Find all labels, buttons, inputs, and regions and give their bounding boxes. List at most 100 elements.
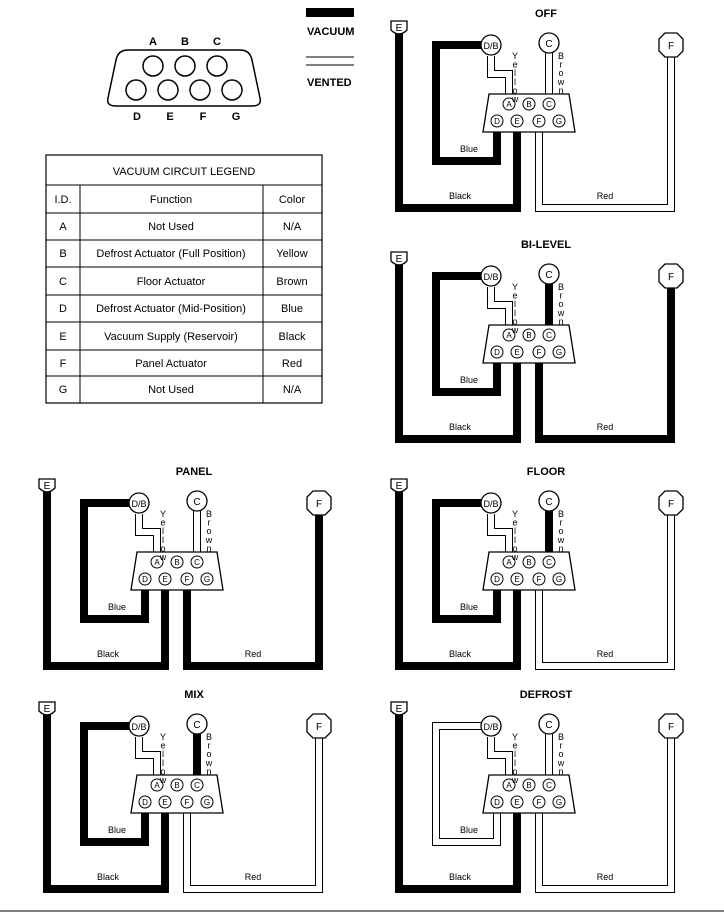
floor-actuator-circle [538, 263, 560, 285]
brown-hose-label: Brown [205, 732, 213, 776]
panel-actuator-octagon [658, 32, 684, 58]
floor-actuator-label: C [545, 720, 552, 731]
vacuum-circuit-legend: VACUUM CIRCUIT LEGEND I.D. Function Colo… [45, 154, 323, 404]
connector-pin [502, 778, 516, 792]
legend-row-color: Blue [281, 303, 303, 315]
connector-pin-label: C [546, 100, 552, 109]
reservoir-label: E [44, 704, 51, 715]
connector-pin [490, 114, 504, 128]
connector-pin-label: E [162, 575, 167, 584]
panel-actuator-octagon [658, 263, 684, 289]
connector-pin [522, 97, 536, 111]
yellow-hose-label-letter: Y [512, 282, 518, 292]
yellow-hose-label-letter: o [512, 543, 517, 553]
brown-hose-label-letter: B [558, 509, 564, 519]
connector-pin-label: G [556, 348, 562, 357]
connector-pin [138, 572, 152, 586]
black-hose [395, 714, 521, 893]
brown-hose-label-letter: B [558, 732, 564, 742]
connector-pin [532, 572, 546, 586]
black-hose-label: Black [449, 649, 472, 659]
blue-hose [432, 41, 501, 165]
legend-title: VACUUM CIRCUIT LEGEND [113, 166, 256, 178]
brown-hose-label-letter: w [557, 308, 565, 318]
connector-cavity-f [189, 79, 211, 101]
panel-actuator-label: F [316, 499, 322, 510]
reservoir-label: E [396, 254, 403, 265]
connector-pin-label: D [494, 117, 500, 126]
brown-hose-label-letter: w [557, 77, 565, 87]
brown-hose-label-letter: n [206, 766, 211, 776]
legend-row-color: N/A [283, 384, 302, 396]
brown-hose-label: Brown [557, 509, 565, 553]
defrost-actuator-label: D/B [483, 272, 498, 282]
yellow-hose-label-letter: Y [160, 732, 166, 742]
yellow-hose-label-letter: o [512, 316, 517, 326]
yellow-hose-label-letter: w [159, 775, 167, 785]
red-hose-core [536, 508, 674, 669]
yellow-hose-label-letter: Y [512, 51, 518, 61]
connector-pin [180, 572, 194, 586]
connector-pin [150, 555, 164, 569]
legend-header-function: Function [150, 194, 192, 206]
blue-hose [80, 722, 149, 846]
legend-row-color: Yellow [276, 248, 307, 260]
defrost-actuator-label: D/B [131, 722, 146, 732]
brown-hose-label-letter: w [557, 758, 565, 768]
yellow-hose-core [488, 737, 512, 775]
brown-hose-label-letter: r [560, 291, 563, 301]
panel-actuator-label: F [668, 41, 674, 52]
brown-hose-label-letter: o [206, 526, 211, 536]
vacuum-key-label: VACUUM [307, 26, 354, 38]
legend-row-color: Brown [276, 276, 307, 288]
reservoir-label: E [44, 481, 51, 492]
legend-row-function: Defrost Actuator (Mid-Position) [96, 303, 246, 315]
connector-outline [106, 49, 262, 107]
connector-pin-label: E [162, 798, 167, 807]
brown-hose-label-letter: r [208, 518, 211, 528]
defrost-actuator-circle [480, 492, 502, 514]
reservoir-shape [390, 20, 408, 35]
legend-border [45, 154, 323, 404]
connector-pin [552, 114, 566, 128]
connector-pin-label: F [185, 798, 190, 807]
connector-pin-label: E [514, 348, 519, 357]
reservoir-shape [390, 478, 408, 493]
reservoir-label: E [396, 704, 403, 715]
connector-pin-label: A [154, 781, 160, 790]
connector-pin-label: F [537, 575, 542, 584]
legend-row-id: A [59, 221, 67, 233]
yellow-hose-label-letter: l [514, 308, 516, 318]
brown-hose-label-letter: o [558, 526, 563, 536]
mode-title: PANEL [176, 466, 213, 478]
blue-hose [432, 272, 501, 396]
brown-hose-label-letter: B [206, 732, 212, 742]
connector-pin [490, 345, 504, 359]
defrost-actuator-circle [480, 715, 502, 737]
connector-pin-label: G [556, 117, 562, 126]
connector-pin-label: A [506, 100, 512, 109]
panel-actuator-label: F [668, 499, 674, 510]
panel-actuator-octagon [658, 490, 684, 516]
black-hose-label: Black [97, 649, 120, 659]
yellow-hose-label-letter: w [511, 325, 519, 335]
connector-label-e: E [166, 111, 173, 123]
mode-title: BI-LEVEL [521, 239, 571, 251]
connector-pin-label: B [526, 781, 531, 790]
brown-hose-label-letter: r [208, 741, 211, 751]
yellow-hose-label: Yellow [159, 732, 167, 785]
yellow-hose-label-letter: w [511, 94, 519, 104]
brown-hose-label-letter: w [205, 535, 213, 545]
connector-pin-label: C [194, 781, 200, 790]
yellow-hose-core [488, 56, 512, 94]
legend-row-id: G [59, 384, 68, 396]
brown-hose-label-letter: n [206, 543, 211, 553]
floor-actuator-label: C [545, 270, 552, 281]
yellow-hose-label: Yellow [511, 732, 519, 785]
connector-cavity-g [221, 79, 243, 101]
floor-actuator-label: C [545, 497, 552, 508]
connector-pin [502, 555, 516, 569]
connector-pin [552, 345, 566, 359]
legend-row-id: E [59, 331, 66, 343]
